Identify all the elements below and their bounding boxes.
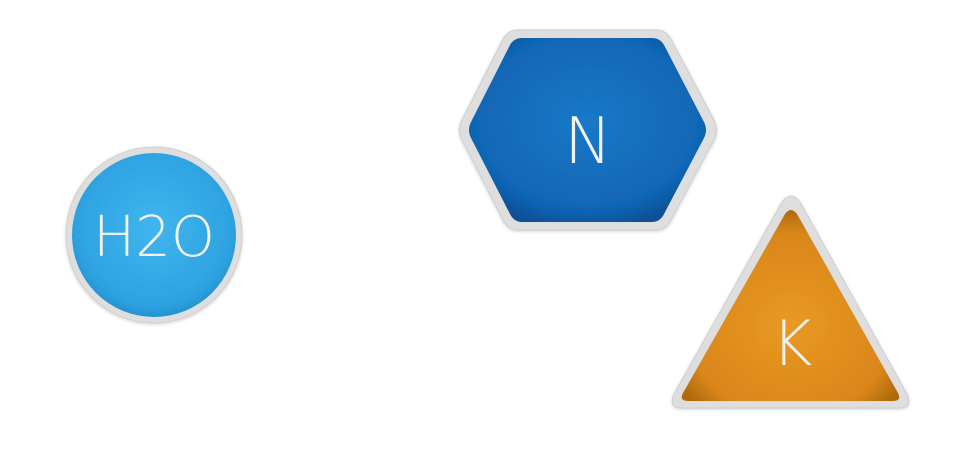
water-label: H2O [93, 205, 215, 270]
potassium-triangle-fill [681, 210, 900, 401]
nitrogen-hexagon-fill [469, 38, 706, 222]
nitrogen-label: N [564, 105, 612, 179]
nitrogen-hexagon[interactable]: N [459, 29, 717, 231]
water-circle-fill [72, 153, 236, 317]
potassium-label: K [772, 307, 813, 380]
potassium-triangle[interactable]: K [671, 195, 910, 409]
water-circle[interactable]: H2O [65, 146, 243, 324]
